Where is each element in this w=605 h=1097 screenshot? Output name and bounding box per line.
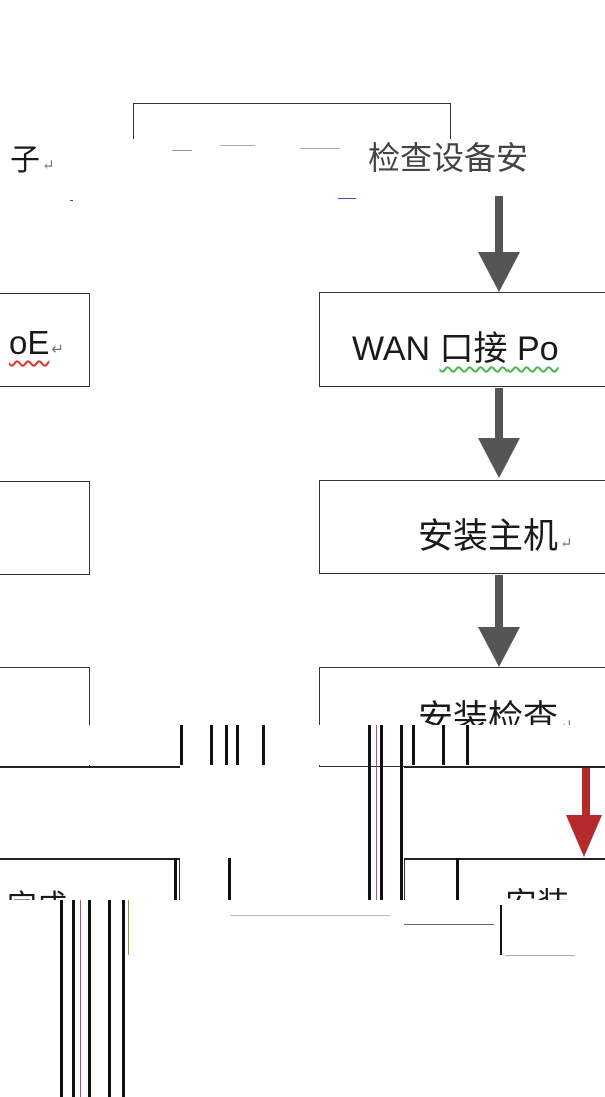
glitch-fragment: [300, 148, 340, 149]
glitch-bar: [442, 725, 445, 765]
glitch-bar: [456, 858, 459, 900]
top-text-left: 子↵: [10, 143, 55, 178]
glitch-bar: [122, 900, 125, 1097]
glitch-rule: [404, 766, 605, 768]
glitch-bar: [174, 858, 177, 900]
glitch-bar: [80, 900, 81, 1097]
glitch-bar: [262, 725, 265, 765]
glitch-bar: [180, 725, 183, 765]
glitch-bar: [400, 725, 403, 900]
glitch-bar: [412, 725, 415, 765]
wan-box: WAN 口接 Po: [319, 292, 605, 387]
glitch-rule: [404, 858, 605, 860]
glitch-rule: [0, 858, 180, 860]
install-host-label: 安装主机↵: [418, 517, 573, 557]
glitch-bar: [88, 900, 91, 1097]
glitch-mask-band: [0, 725, 605, 765]
glitch-bar: [380, 725, 383, 900]
glitch-fragment: [505, 955, 575, 956]
glitch-mask-band: [0, 900, 605, 1097]
install-host-box: 安装主机↵: [319, 480, 605, 574]
glitch-rule: [0, 766, 180, 768]
glitch-bar: [225, 725, 228, 765]
glitch-bar: [228, 858, 231, 900]
glitch-fragment: [70, 200, 73, 201]
arrow-down-icon: [478, 388, 520, 478]
glitch-bar: [368, 725, 371, 900]
glitch-fragment: [338, 198, 356, 199]
glitch-bar: [466, 725, 469, 765]
arrow-down-icon: [478, 196, 520, 292]
left-box-2: [0, 481, 90, 575]
glitch-bar: [500, 905, 502, 955]
glitch-fragment: [220, 145, 255, 146]
arrow-down-icon: [478, 575, 520, 667]
glitch-fragment: [172, 150, 192, 151]
glitch-bar: [210, 725, 213, 765]
glitch-bar: [72, 900, 75, 1097]
glitch-fragment: [230, 915, 390, 916]
glitch-bar: [108, 900, 111, 1097]
top-header-box: [133, 103, 451, 139]
poe-box: oE↵: [0, 293, 90, 387]
glitch-bar: [60, 900, 63, 1097]
glitch-bar: [128, 900, 129, 955]
wan-label: WAN 口接 Po: [352, 329, 559, 369]
top-text-right: 检查设备安: [368, 139, 529, 177]
glitch-bar: [376, 725, 377, 900]
glitch-bar: [236, 725, 239, 765]
poe-label: oE↵: [9, 324, 64, 361]
arrow-down-icon: [566, 765, 602, 857]
glitch-rule: [404, 924, 494, 925]
